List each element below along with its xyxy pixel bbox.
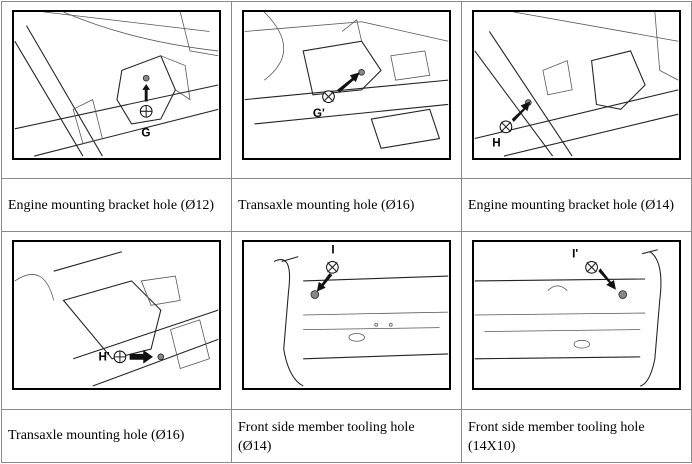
cell-h-prime-caption: Transaxle mounting hole (Ø16)	[1, 408, 232, 464]
cell-i-caption: Front side member tooling hole (Ø14)	[231, 408, 462, 464]
cell-g-prime-caption: Transaxle mounting hole (Ø16)	[231, 178, 462, 233]
diagram-h: H	[472, 10, 681, 160]
cell-h-image: H	[461, 0, 692, 180]
callout-label: H'	[98, 351, 109, 364]
diagram-i-prime: I'	[472, 240, 681, 391]
cell-i-prime-image: I'	[461, 231, 692, 410]
cell-i-image: I	[231, 231, 462, 410]
caption-line-1: Front side member tooling hole	[468, 419, 645, 435]
caption-text: Engine mounting bracket hole (Ø14)	[468, 197, 675, 213]
caption-text: Transaxle mounting hole (Ø16)	[238, 197, 415, 213]
diagram-g-prime: G'	[242, 10, 451, 160]
callout-label: I'	[572, 248, 578, 261]
callout-label: H	[492, 136, 500, 149]
callout-label: G'	[313, 107, 325, 120]
caption-text: Engine mounting bracket hole (Ø12)	[8, 197, 215, 213]
cell-i-prime-caption: Front side member tooling hole (14X10)	[461, 408, 692, 464]
caption-line-2: (14X10)	[468, 438, 516, 454]
caption-text: Transaxle mounting hole (Ø16)	[8, 428, 185, 444]
cell-g-image: G	[1, 0, 232, 180]
cell-g-caption: Engine mounting bracket hole (Ø12)	[1, 178, 232, 233]
cell-h-prime-image: H'	[1, 231, 232, 410]
diagram-h-prime: H'	[12, 240, 221, 391]
caption-line-1: Front side member tooling hole	[238, 419, 415, 435]
diagram-g: G	[12, 10, 221, 160]
caption-line-2: (Ø14)	[238, 438, 272, 454]
callout-label: G	[141, 127, 150, 140]
cell-g-prime-image: G'	[231, 0, 462, 180]
cell-h-caption: Engine mounting bracket hole (Ø14)	[461, 178, 692, 233]
diagram-i: I	[242, 240, 451, 391]
callout-label: I	[331, 244, 334, 257]
